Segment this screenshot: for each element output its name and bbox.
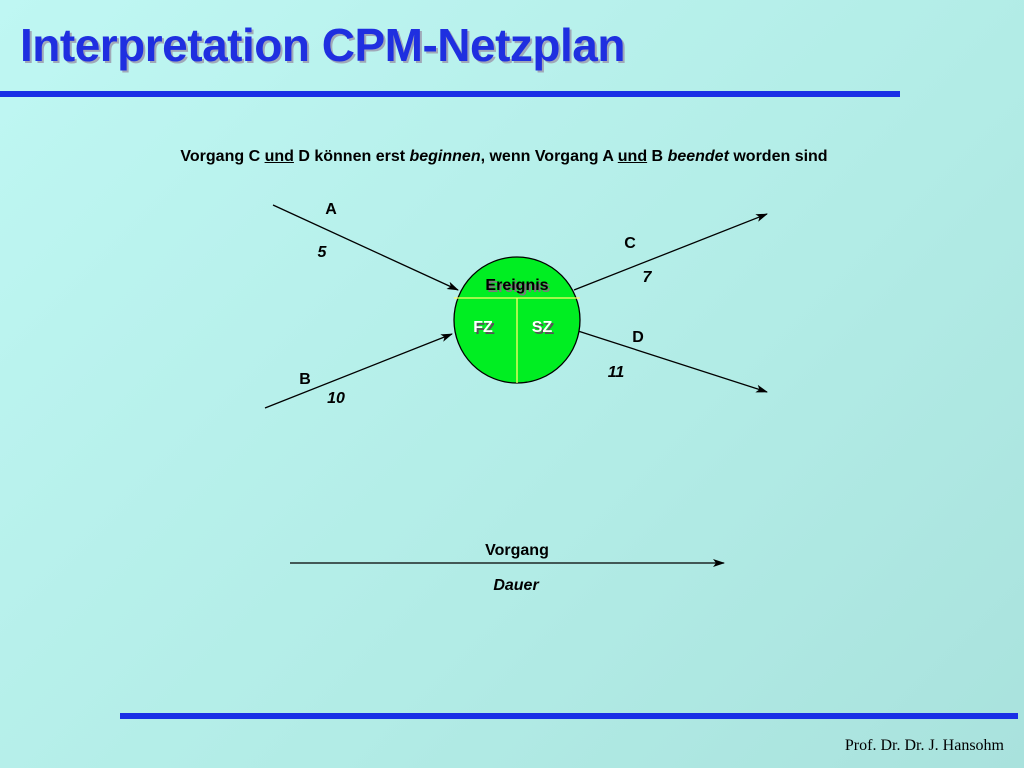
activity-c-name: C [624,235,636,252]
earliest-time-label: FZ [473,319,493,336]
event-node: Ereignis Ereignis FZ FZ SZ SZ [453,256,581,384]
statement-und-2: und [617,148,648,165]
footer-rule [120,713,1018,719]
event-label: Ereignis [485,277,548,294]
legend: Vorgang Dauer [290,542,725,594]
activity-b-arrow [264,333,453,409]
earliest-time-label-shadow: FZ [475,321,495,338]
statement-text: Vorgang C und D können erst beginnen, we… [0,148,1008,166]
statement-beendet: beendet [667,148,729,165]
activity-d-name: D [632,329,644,346]
activity-a-duration: 5 [318,244,328,261]
activity-a-arrow [272,204,459,291]
activity-d-duration: 11 [608,364,625,381]
activity-c-arrow [573,213,768,291]
statement-part-3: , wenn Vorgang A [480,148,618,165]
slide-title: Interpretation CPM-Netzplan [20,19,625,71]
statement-und-1: und [264,148,294,165]
title-rule [0,91,900,97]
activity-b-name: B [299,371,311,388]
statement-part-2: D können erst [293,148,410,165]
statement-beginnen: beginnen [409,148,481,165]
activity-b-duration: 10 [327,390,345,407]
activity-a-name: A [325,201,337,218]
statement-part-4: B [647,148,668,165]
author-credit: Prof. Dr. Dr. J. Hansohm [844,737,1004,754]
event-label-shadow: Ereignis [487,279,550,296]
activity-c-duration: 7 [643,269,653,286]
activity-d-arrow [577,330,768,393]
legend-duration-label: Dauer [493,577,539,594]
latest-time-label-shadow: SZ [534,321,555,338]
statement-part-5: worden sind [728,148,828,165]
latest-time-label: SZ [532,319,553,336]
statement-part-1: Vorgang C [180,148,265,165]
legend-activity-label: Vorgang [485,542,549,559]
